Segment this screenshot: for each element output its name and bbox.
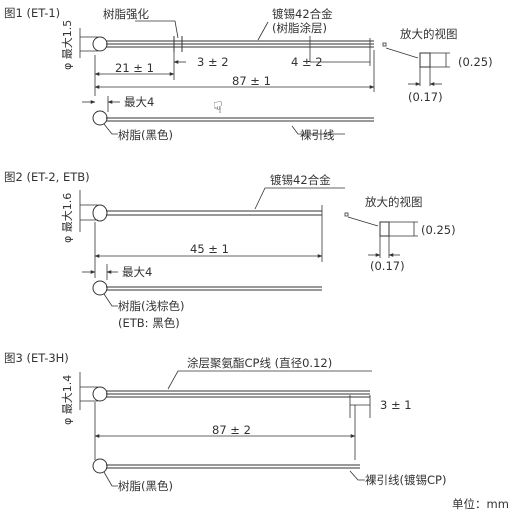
label-tin-plated-sub: (树脂涂层) <box>272 21 327 35</box>
enlarged-dim-a-2: (0.25) <box>421 223 456 237</box>
dim-21: 21 ± 1 <box>115 61 154 75</box>
dim-87-fig3: 87 ± 2 <box>212 423 251 437</box>
thermistor-head-2-side <box>92 280 108 296</box>
figure-2: 图2 (ET-2, ETB) φ 最大1.6 镀锡42合金 45 ± 1 最大4… <box>4 170 456 330</box>
label-coating: 涂层聚氨酯CP线 (直径0.12) <box>187 356 332 370</box>
thermistor-head-3 <box>92 386 108 402</box>
figure-1-diameter-label: φ 最大1.5 <box>60 20 74 70</box>
dim-3: 3 ± 2 <box>197 55 229 69</box>
dim-45: 45 ± 1 <box>190 242 229 256</box>
enlarged-view-1: 放大的视图 (0.25) (0.17) <box>382 27 493 104</box>
thermistor-head-3-side <box>92 458 108 474</box>
enlarged-dim-a: (0.25) <box>458 55 493 69</box>
label-resin-black: 树脂(黑色) <box>118 128 173 142</box>
thermistor-head-side <box>92 110 108 126</box>
dim-4: 4 ± 2 <box>291 55 323 69</box>
enlarged-view-2: 放大的视图 (0.25) (0.17) <box>344 195 456 273</box>
hand-cursor-icon: ☟ <box>213 98 223 117</box>
figure-3-title: 图3 (ET-3H) <box>4 351 69 365</box>
dim-max4: 最大4 <box>124 95 154 109</box>
dim-3-fig3: 3 ± 1 <box>380 398 412 412</box>
thermistor-head <box>92 36 108 52</box>
label-tin-plated: 镀锡42合金 <box>272 7 333 21</box>
figure-2-title: 图2 (ET-2, ETB) <box>4 170 90 184</box>
label-tin-plated-2: 镀锡42合金 <box>270 173 331 187</box>
thermistor-head-2 <box>92 204 108 222</box>
dim-87: 87 ± 1 <box>232 74 271 88</box>
label-resin-strengthen: 树脂强化 <box>103 7 149 21</box>
label-bare-lead: 裸引线 <box>300 128 335 142</box>
enlarged-title-2: 放大的视图 <box>365 195 423 209</box>
label-resin-black-3: 树脂(黑色) <box>118 479 173 493</box>
figure-2-diameter-label: φ 最大1.6 <box>60 193 74 243</box>
enlarged-title: 放大的视图 <box>400 27 458 41</box>
enlarged-dim-b-2: (0.17) <box>370 259 405 273</box>
figure-3: 图3 (ET-3H) φ 最大1.4 涂层聚氨酯CP线 (直径0.12) 3 ±… <box>4 351 446 493</box>
label-resin-brown: 树脂(浅棕色) <box>118 299 184 313</box>
dim-max4-2: 最大4 <box>122 265 152 279</box>
figure-1: 图1 (ET-1) φ 最大1.5 树脂强化 镀锡42合金 (树脂涂层) 3 ±… <box>4 6 493 142</box>
enlarged-dim-b: (0.17) <box>408 90 443 104</box>
label-etb: (ETB: 黑色) <box>118 316 180 330</box>
unit-label: 单位：mm <box>452 497 509 511</box>
figure-1-title: 图1 (ET-1) <box>4 6 60 20</box>
label-bare-lead-3: 裸引线(镀锡CP) <box>365 473 446 487</box>
figure-3-diameter-label: φ 最大1.4 <box>60 375 74 425</box>
